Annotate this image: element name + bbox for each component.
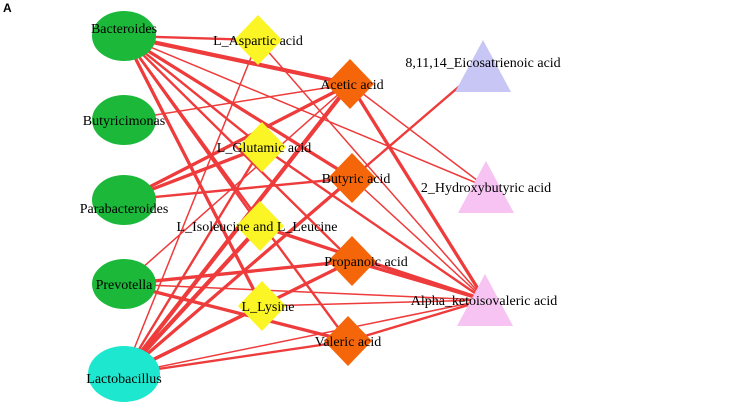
edge-valeric-ketoisovaleric bbox=[346, 298, 487, 343]
edge-bacteroides-acetic bbox=[121, 33, 353, 87]
node-label-acetic: Acetic acid bbox=[320, 78, 383, 93]
edge-lactobacillus-l-isoleucine bbox=[121, 223, 263, 377]
panel-label: A bbox=[3, 1, 12, 15]
edge-bacteroides-hydroxybutyric bbox=[123, 35, 487, 188]
node-label-valeric: Valeric acid bbox=[315, 335, 381, 350]
nodes-layer bbox=[88, 11, 514, 402]
edge-lactobacillus-acetic bbox=[121, 81, 353, 377]
edge-butyric-ketoisovaleric bbox=[351, 177, 486, 301]
edge-lactobacillus-eicosatrienoic bbox=[122, 64, 485, 376]
edge-bacteroides-l-glutamic bbox=[122, 34, 264, 149]
node-label-butyric: Butyric acid bbox=[322, 172, 391, 187]
edge-prevotella-valeric bbox=[122, 282, 350, 343]
node-butyric bbox=[328, 153, 376, 203]
edge-l-lysine-ketoisovaleric bbox=[261, 299, 486, 307]
edge-propanoic-ketoisovaleric bbox=[350, 259, 487, 302]
node-acetic bbox=[326, 59, 374, 109]
node-label-l-glutamic: L_Glutamic acid bbox=[217, 141, 311, 156]
node-lactobacillus bbox=[88, 346, 160, 402]
node-label-propanoic: Propanoic acid bbox=[324, 255, 408, 270]
node-eicosatrienoic bbox=[455, 40, 511, 92]
edge-prevotella-acetic bbox=[123, 83, 351, 285]
node-l-isoleucine bbox=[236, 201, 284, 251]
edge-bacteroides-l-lysine bbox=[122, 34, 264, 308]
labels-layer: BacteroidesButyricimonasParabacteroidesP… bbox=[80, 22, 561, 387]
node-label-l-aspartic: L_Aspartic acid bbox=[213, 34, 303, 49]
edge-acetic-ketoisovaleric bbox=[348, 82, 487, 302]
edge-acetic-hydroxybutyric bbox=[349, 83, 487, 188]
node-label-parabacteroides: Parabacteroides bbox=[80, 202, 169, 217]
node-hydroxybutyric bbox=[458, 161, 514, 213]
node-label-hydroxybutyric: 2_Hydroxybutyric acid bbox=[421, 181, 551, 196]
node-l-aspartic bbox=[234, 15, 282, 65]
node-l-lysine bbox=[238, 281, 286, 331]
node-label-prevotella: Prevotella bbox=[96, 278, 154, 293]
node-propanoic bbox=[328, 236, 376, 286]
node-label-bacteroides: Bacteroides bbox=[91, 22, 157, 37]
node-bacteroides bbox=[92, 11, 156, 61]
edge-l-glutamic-ketoisovaleric bbox=[260, 145, 487, 302]
edge-lactobacillus-l-glutamic bbox=[122, 145, 264, 376]
edge-butyricimonas-acetic bbox=[123, 83, 351, 121]
node-label-l-isoleucine: L_Isoleucine and L_Leucine bbox=[177, 220, 338, 235]
edge-bacteroides-propanoic bbox=[122, 34, 354, 263]
node-ketoisovaleric bbox=[457, 274, 513, 326]
edge-lactobacillus-propanoic bbox=[122, 259, 354, 376]
edge-lactobacillus-ketoisovaleric bbox=[123, 299, 486, 375]
node-label-lactobacillus: Lactobacillus bbox=[86, 372, 161, 387]
edge-bacteroides-butyric bbox=[122, 34, 354, 180]
edge-lactobacillus-valeric bbox=[122, 339, 350, 376]
node-label-butyricimonas: Butyricimonas bbox=[83, 114, 165, 129]
node-label-ketoisovaleric: Alpha_ketoisovaleric acid bbox=[411, 294, 558, 309]
node-butyricimonas bbox=[92, 95, 156, 145]
node-prevotella bbox=[92, 259, 156, 309]
edge-prevotella-ketoisovaleric bbox=[123, 283, 486, 301]
node-label-eicosatrienoic: 8,11,14_Eicosatrienoic acid bbox=[405, 56, 560, 71]
node-label-l-lysine: L_Lysine bbox=[242, 300, 295, 315]
edge-l-aspartic-ketoisovaleric bbox=[257, 39, 486, 301]
edges-layer bbox=[121, 33, 487, 377]
edge-lactobacillus-l-aspartic bbox=[123, 39, 259, 375]
node-l-glutamic bbox=[238, 122, 286, 172]
node-parabacteroides bbox=[92, 175, 156, 225]
node-valeric bbox=[324, 316, 372, 366]
edge-prevotella-propanoic bbox=[122, 259, 354, 286]
